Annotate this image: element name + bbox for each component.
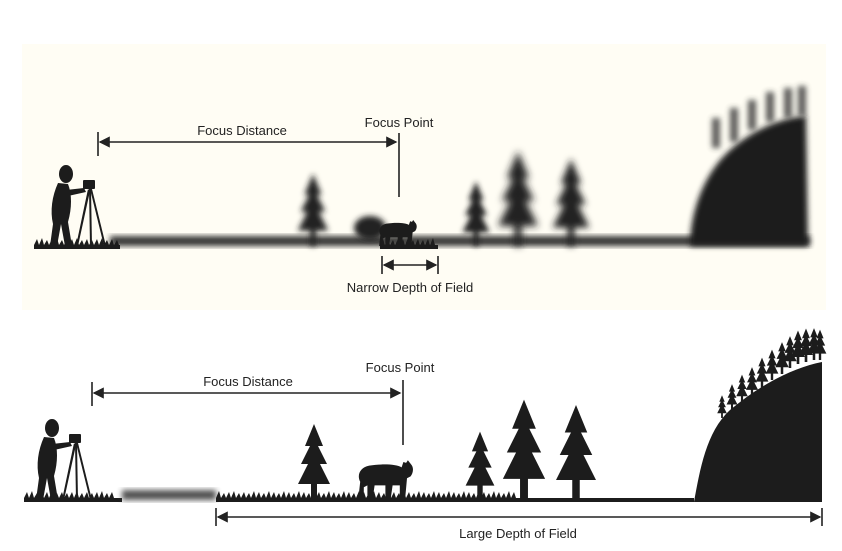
ground-line-sharp — [34, 245, 120, 249]
tree — [502, 399, 546, 500]
large-dof-panel: Focus Distance Focus Point Large Depth o… — [24, 328, 827, 541]
narrow-dof-panel: Focus Distance Focus Point Narrow Depth … — [22, 44, 826, 310]
bush-blurred — [354, 216, 386, 240]
hill — [694, 362, 822, 502]
narrow-dof-label: Narrow Depth of Field — [347, 280, 473, 295]
grass-far — [216, 491, 516, 498]
focus-point-label: Focus Point — [366, 360, 435, 375]
large-dof-label: Large Depth of Field — [459, 526, 577, 541]
bear-silhouette — [358, 460, 413, 498]
ground-line-sharp-far — [216, 498, 694, 502]
hill-trees-blurred — [712, 86, 806, 148]
photographer-silhouette — [36, 419, 92, 500]
panel-background — [22, 44, 826, 310]
focus-distance-label: Focus Distance — [197, 123, 287, 138]
tree — [298, 424, 330, 500]
focus-distance-label: Focus Distance — [203, 374, 293, 389]
ground-line-blurred — [110, 236, 810, 246]
tree — [556, 405, 596, 500]
ground-line-blurred — [122, 490, 216, 500]
ground-line-sharp — [24, 498, 122, 502]
grass-focus — [380, 238, 435, 245]
focus-point-label: Focus Point — [365, 115, 434, 130]
tree — [465, 431, 495, 500]
grass-near — [24, 491, 114, 498]
hill-blurred — [690, 116, 808, 246]
ground-line-focus — [380, 245, 438, 249]
